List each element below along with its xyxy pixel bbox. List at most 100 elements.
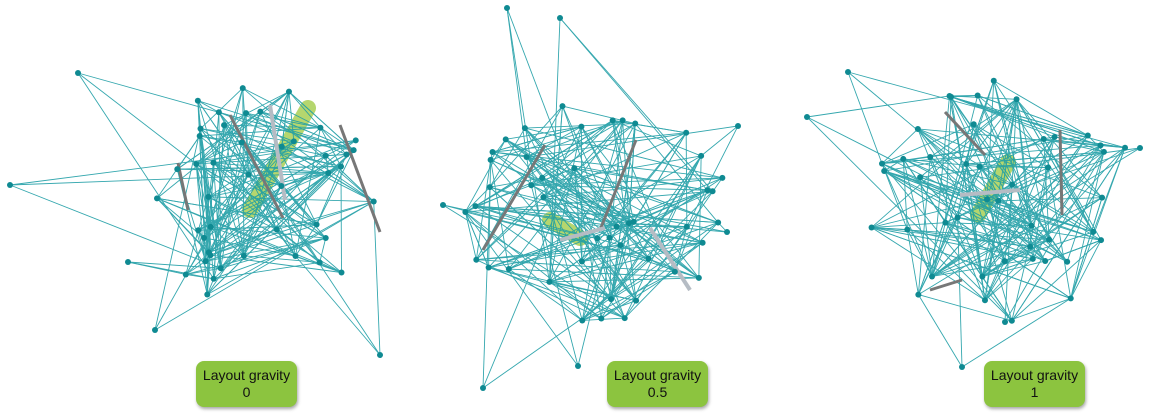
edge — [530, 119, 613, 186]
edge — [581, 244, 621, 262]
node — [322, 235, 329, 242]
edge — [577, 237, 610, 367]
edge — [982, 260, 1046, 277]
edge — [986, 167, 1049, 200]
node — [202, 258, 209, 265]
node — [981, 297, 988, 304]
edge — [1045, 239, 1102, 262]
edge — [871, 198, 988, 228]
edge — [156, 91, 290, 199]
edge — [986, 80, 995, 200]
node — [970, 121, 977, 128]
node — [579, 317, 586, 324]
gravity-label-value: 0.5 — [647, 384, 668, 400]
edge — [581, 190, 713, 321]
edge — [918, 294, 1012, 322]
network-graph-2 — [804, 69, 1143, 370]
edge — [543, 177, 723, 198]
node — [617, 242, 624, 249]
highlighted-edge — [228, 114, 285, 219]
edge — [156, 197, 342, 273]
node — [245, 171, 252, 178]
edge — [949, 95, 1068, 263]
edge — [288, 91, 354, 151]
highlighted-edge — [1058, 129, 1064, 216]
edge — [1092, 147, 1126, 233]
gravity-label-0: Layout gravity 0 — [196, 361, 297, 407]
edge — [881, 158, 904, 165]
node — [485, 264, 492, 271]
edge — [198, 166, 342, 231]
node — [645, 255, 652, 262]
edge — [543, 196, 583, 262]
edge — [1054, 136, 1126, 149]
node — [683, 129, 690, 136]
node — [1097, 142, 1104, 149]
edge — [208, 140, 357, 253]
edge — [242, 87, 375, 202]
edge — [559, 17, 713, 192]
node — [154, 195, 161, 202]
node — [489, 149, 496, 156]
node — [1067, 295, 1074, 302]
edge — [442, 204, 598, 239]
edge — [1004, 184, 1013, 262]
node — [735, 123, 741, 129]
edge — [1032, 145, 1101, 260]
edge — [199, 135, 327, 239]
node — [598, 315, 605, 322]
edge — [1070, 239, 1102, 299]
edge — [957, 217, 963, 368]
edge — [961, 298, 1071, 368]
node — [942, 219, 949, 226]
node — [698, 152, 705, 159]
edge — [340, 166, 342, 273]
node — [606, 234, 613, 241]
highlighted-edge — [338, 124, 382, 233]
node — [881, 167, 888, 174]
highlighted-edge — [598, 139, 638, 231]
edge — [9, 172, 329, 186]
gravity-label-value: 1 — [1030, 384, 1039, 400]
node — [539, 174, 546, 181]
node — [125, 259, 131, 265]
node — [724, 229, 730, 235]
edge — [197, 100, 354, 151]
node — [1040, 136, 1047, 143]
edge — [185, 260, 206, 275]
node — [963, 161, 970, 168]
edge — [281, 172, 329, 187]
node — [194, 97, 201, 104]
node — [285, 88, 292, 95]
node — [984, 196, 991, 203]
edge — [581, 226, 688, 262]
edge — [320, 127, 347, 155]
node — [193, 160, 200, 167]
edge — [288, 91, 295, 142]
node — [204, 291, 211, 298]
edge — [917, 156, 931, 295]
node — [900, 155, 907, 162]
edge — [200, 128, 326, 157]
node — [352, 137, 359, 144]
node — [217, 265, 224, 272]
edge — [931, 258, 1033, 277]
edge — [213, 262, 320, 280]
node — [540, 194, 547, 201]
node — [575, 363, 581, 369]
edge — [674, 190, 708, 272]
edge — [945, 144, 1101, 224]
edge — [508, 120, 624, 270]
edge — [154, 128, 201, 331]
edge — [871, 227, 1050, 241]
edge — [208, 229, 277, 253]
edge — [77, 72, 215, 280]
edge — [957, 217, 1050, 241]
gravity-label-1: Layout gravity 1 — [984, 361, 1085, 407]
edge — [492, 126, 582, 153]
edge — [9, 184, 221, 269]
node — [238, 139, 245, 146]
edge — [531, 184, 708, 191]
node — [472, 203, 479, 210]
edge — [248, 174, 278, 230]
